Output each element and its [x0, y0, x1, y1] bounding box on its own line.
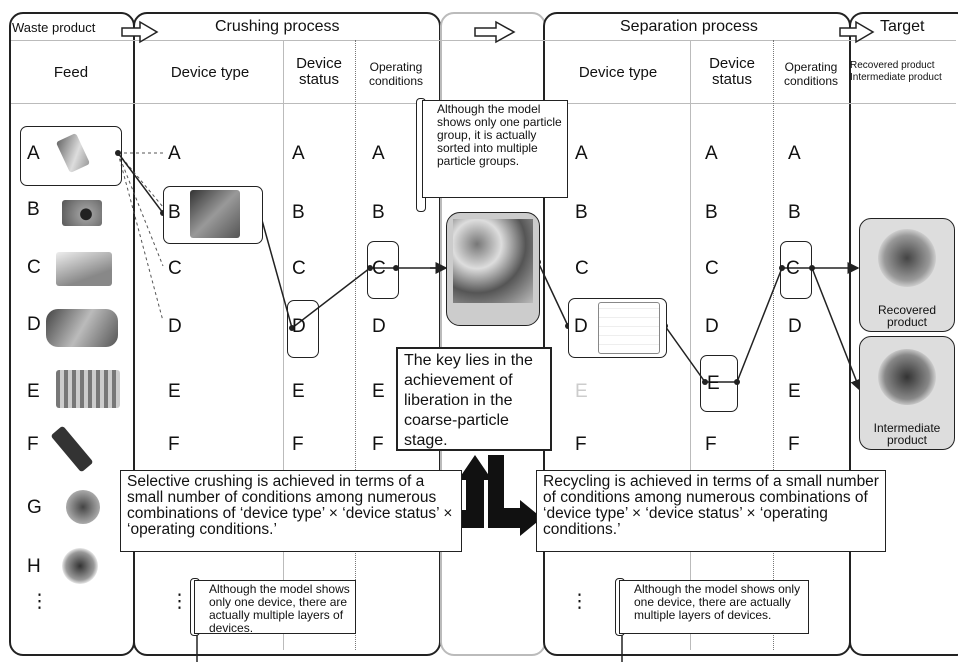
feed-letter-c: C	[27, 257, 41, 278]
crush-cond-f: F	[372, 434, 384, 455]
crush-operating-conditions-header: Operating conditions	[368, 60, 424, 88]
crush-type-a: A	[168, 143, 181, 164]
sep-cond-d: D	[788, 316, 802, 337]
sep-cond-c-box	[780, 241, 812, 299]
feed-letter-f: F	[27, 434, 39, 455]
intermediate-product-image	[878, 349, 936, 405]
up-arrow	[444, 455, 492, 528]
recycling-note: Recycling is achieved in terms of a smal…	[536, 470, 886, 552]
recovered-product-box: Recovered product	[859, 218, 955, 332]
sep-cond-e: E	[788, 381, 801, 402]
sep-status-c: C	[705, 258, 719, 279]
flow-arrow-1	[121, 20, 159, 44]
feed-letter-h: H	[27, 556, 41, 577]
sep-col-divider-2	[773, 40, 774, 650]
crush-status-c: C	[292, 258, 306, 279]
crush-status-d: D	[292, 316, 306, 337]
target-header: Target	[880, 18, 925, 35]
sep-status-d: D	[705, 316, 719, 337]
sep-type-d: D	[574, 316, 588, 337]
feed-thumb-particles	[62, 548, 98, 584]
separator-diagram	[598, 302, 660, 354]
feed-thumb-camera	[62, 200, 102, 226]
one-device-callout-right: Although the model shows only one device…	[619, 580, 809, 634]
recovered-product-label: Recovered product	[877, 303, 937, 329]
crush-device-status-header: Device status	[296, 55, 342, 88]
separation-process-header: Separation process	[620, 18, 758, 35]
sep-status-e: E	[707, 373, 720, 394]
feed-letter-a: A	[27, 143, 40, 164]
crush-cond-d: D	[372, 316, 386, 337]
recovered-product-image	[878, 229, 936, 287]
particle-group-image	[453, 219, 533, 303]
crush-col-divider-2	[355, 40, 356, 650]
particle-group-photo	[446, 212, 540, 326]
sep-col-divider-1	[690, 40, 691, 650]
feed-letter-e: E	[27, 381, 40, 402]
crush-device-type-header: Device type	[170, 64, 250, 81]
feed-thumb-devices	[46, 309, 118, 347]
sep-cond-a: A	[788, 143, 801, 164]
feed-thumb-fragments	[66, 490, 100, 524]
crush-status-b: B	[292, 202, 305, 223]
sep-status-f: F	[705, 434, 717, 455]
target-column-header: Recovered product Intermediate product	[850, 60, 942, 83]
crush-type-b: B	[168, 202, 181, 223]
sep-type-e: E	[575, 381, 588, 402]
sep-status-b: B	[705, 202, 718, 223]
sep-type-b: B	[575, 202, 588, 223]
sep-device-type-header: Device type	[578, 64, 658, 81]
sep-operating-conditions-header: Operating conditions	[783, 60, 839, 88]
key-liberation-note: The key lies in the achievement of liber…	[396, 347, 552, 451]
intermediate-product-label: Intermediate product	[873, 421, 941, 447]
down-arrow	[488, 455, 542, 536]
feed-thumb-hdd	[56, 252, 112, 286]
crush-path	[117, 152, 442, 330]
crush-status-f: F	[292, 434, 304, 455]
particle-group-callout: Although the model shows only one partic…	[422, 100, 568, 198]
feed-letter-g: G	[27, 497, 42, 518]
crush-cond-c-box	[367, 241, 399, 299]
sep-cond-b: B	[788, 202, 801, 223]
sep-cond-f: F	[788, 434, 800, 455]
crush-status-e: E	[292, 381, 305, 402]
sep-type-f: F	[575, 434, 587, 455]
feed-ellipsis: ⋮	[30, 591, 49, 612]
sep-status-a: A	[705, 143, 718, 164]
sep-status-e-box	[700, 355, 738, 412]
feed-letter-d: D	[27, 314, 41, 335]
crush-status-d-box	[287, 300, 319, 358]
flow-arrow-3	[839, 20, 875, 44]
sep-type-a: A	[575, 143, 588, 164]
crush-type-c: C	[168, 258, 182, 279]
feed-a-highlight	[20, 126, 122, 186]
crush-cond-e: E	[372, 381, 385, 402]
one-device-callout-left: Although the model shows only one device…	[194, 580, 356, 635]
crush-type-ellipsis: ⋮	[170, 591, 189, 612]
crush-type-f: F	[168, 434, 180, 455]
waste-product-header: Waste product	[12, 20, 96, 35]
feed-thumb-board	[56, 370, 120, 408]
feed-column-header: Feed	[53, 64, 89, 81]
intermediate-product-box: Intermediate product	[859, 336, 955, 450]
crusher-machine-photo	[190, 190, 240, 238]
feed-letter-b: B	[27, 199, 40, 220]
crush-type-d: D	[168, 316, 182, 337]
crush-col-divider-1	[283, 40, 284, 650]
flow-arrow-2	[474, 20, 516, 44]
sep-type-c: C	[575, 258, 589, 279]
sep-device-status-header: Device status	[709, 55, 755, 88]
crush-type-e: E	[168, 381, 181, 402]
sep-cond-c: C	[786, 258, 800, 279]
header-divider	[11, 40, 956, 41]
crush-status-a: A	[292, 143, 305, 164]
sep-type-ellipsis: ⋮	[570, 591, 589, 612]
crush-cond-a: A	[372, 143, 385, 164]
crushing-process-header: Crushing process	[215, 18, 340, 35]
selective-crushing-note: Selective crushing is achieved in terms …	[120, 470, 462, 552]
crush-cond-b: B	[372, 202, 385, 223]
crush-cond-c: C	[372, 258, 386, 279]
